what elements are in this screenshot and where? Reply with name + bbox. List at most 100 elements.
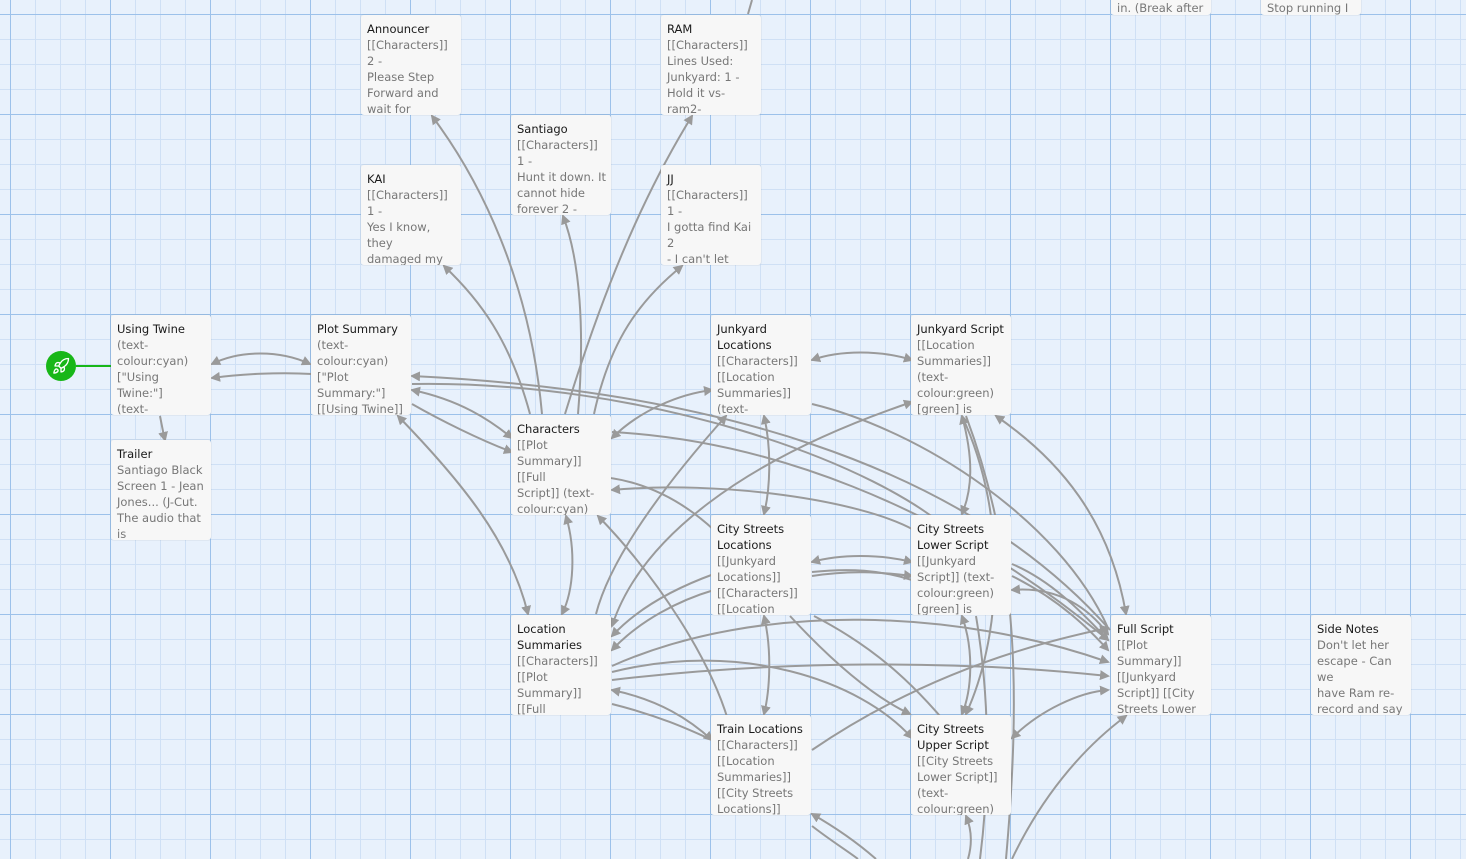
passage-excerpt: Don't let her escape - Can we have Ram r… (1317, 638, 1403, 715)
passage-title: Plot Summary (317, 322, 398, 336)
passage-full-script[interactable]: Full Script [[Plot Summary]] [[Junkyard … (1111, 615, 1211, 715)
passage-title: City Streets Locations (717, 522, 785, 552)
passage-city-streets-upper-script[interactable]: City Streets Upper Script [[City Streets… (911, 715, 1011, 815)
passage-side-notes[interactable]: Side Notes Don't let her escape - Can we… (1311, 615, 1411, 715)
passage-junkyard-script[interactable]: Junkyard Script [[Location Summaries]] (… (911, 315, 1011, 415)
passage-title: City Streets Upper Script (917, 722, 989, 752)
passage-excerpt: (text- colour:cyan) ["Using Twine:"] (te… (117, 338, 189, 415)
passage-excerpt: (text- colour:cyan) ["Plot Summary:"] [[… (317, 338, 403, 415)
passage-city-streets-lower-script[interactable]: City Streets Lower Script [[Junkyard Scr… (911, 515, 1011, 615)
link-line (810, 813, 877, 859)
start-link-line (76, 365, 112, 367)
passage-title: Using Twine (117, 322, 185, 336)
link-line (810, 351, 914, 363)
link-line (760, 614, 771, 716)
link-line (561, 214, 583, 415)
link-line (811, 825, 859, 859)
link-line (210, 352, 312, 366)
link-line (561, 514, 574, 616)
passage-excerpt: [[Characters]] [[Location Summaries]] (t… (717, 354, 798, 415)
passage-santiago[interactable]: Santiago [[Characters]] 1 - Hunt it down… (511, 115, 611, 215)
passage-location-summaries[interactable]: Location Summaries [[Characters]] [[Plot… (511, 615, 611, 715)
start-passage-marker[interactable] (46, 351, 76, 381)
passage-excerpt: Stop running I (1267, 1, 1349, 15)
passage-title: Location Summaries (517, 622, 583, 652)
passage-title: Junkyard Locations (717, 322, 772, 352)
link-line (611, 659, 914, 740)
link-line (593, 264, 684, 415)
passage-train-locations[interactable]: Train Locations [[Characters]] [[Locatio… (711, 715, 811, 815)
passage-ram[interactable]: RAM [[Characters]] Lines Used: Junkyard:… (661, 15, 761, 115)
link-line (596, 514, 729, 721)
link-line (811, 570, 914, 580)
passage-excerpt: [[Location Summaries]] (text- colour:gre… (917, 338, 994, 415)
link-line (610, 386, 714, 440)
passage-stop-running[interactable]: Stop running I (1261, 0, 1361, 15)
passage-title: City Streets Lower Script (917, 522, 989, 552)
link-line (964, 814, 974, 859)
passage-break-after[interactable]: in. (Break after (1111, 0, 1211, 15)
passage-title: Characters (517, 422, 580, 436)
passage-announcer[interactable]: Announcer [[Characters]] 2 - Please Step… (361, 15, 461, 115)
passage-jj[interactable]: JJ [[Characters]] 1 - I gotta find Kai 2… (661, 165, 761, 265)
passage-excerpt: in. (Break after (1117, 1, 1204, 15)
link-line (609, 399, 914, 628)
link-line (610, 573, 715, 638)
passage-kai[interactable]: KAI [[Characters]] 1 - Yes I know, they … (361, 165, 461, 265)
passage-excerpt: [[Junkyard Locations]] [[Characters]] [[… (717, 554, 798, 615)
passage-excerpt: [[Characters]] 1 - Hunt it down. It cann… (517, 138, 606, 215)
passage-excerpt: [[Plot Summary]] [[Full Script]] (text- … (517, 438, 595, 515)
passage-excerpt: [[City Streets Lower Script]] (text- col… (917, 754, 998, 815)
passage-junkyard-locations[interactable]: Junkyard Locations [[Characters]] [[Loca… (711, 315, 811, 415)
link-line (811, 624, 1110, 751)
link-line (610, 589, 715, 652)
passage-title: Train Locations (717, 722, 803, 736)
link-line (1011, 714, 1128, 859)
passage-excerpt: [[Junkyard Script]] (text- colour:green)… (917, 554, 995, 615)
link-line (1010, 685, 1110, 740)
passage-excerpt: [[Characters]] 2 - Please Step Forward a… (367, 38, 448, 115)
passage-characters[interactable]: Characters [[Plot Summary]] [[Full Scrip… (511, 415, 611, 515)
passage-excerpt: Santiago Black Screen 1 - Jean Jones... … (117, 463, 204, 540)
passage-title: KAI (367, 172, 386, 186)
passage-title: Announcer (367, 22, 430, 36)
link-line (430, 114, 543, 415)
link-line (610, 484, 915, 531)
passage-title: RAM (667, 22, 693, 36)
link-line (611, 663, 1110, 681)
rocket-icon (53, 357, 70, 374)
link-line (789, 615, 912, 716)
passage-title: Trailer (117, 447, 153, 461)
link-line (810, 554, 914, 565)
link-line (564, 114, 694, 415)
passage-excerpt: [[Characters]] Lines Used: Junkyard: 1 -… (667, 38, 748, 115)
passage-title: Side Notes (1317, 622, 1379, 636)
passage-plot-summary[interactable]: Plot Summary (text- colour:cyan) ["Plot … (311, 315, 411, 415)
link-line (610, 686, 714, 742)
passage-using-twine[interactable]: Using Twine (text- colour:cyan) ["Using … (111, 315, 211, 415)
passage-excerpt: [[Characters]] 1 - I gotta find Kai 2 - … (667, 188, 752, 265)
passage-excerpt: [[Characters]] [[Plot Summary]] [[Full S… (517, 654, 598, 715)
link-line (158, 415, 168, 442)
link-line (959, 414, 972, 516)
passage-city-streets-locations[interactable]: City Streets Locations [[Junkyard Locati… (711, 515, 811, 615)
passage-excerpt: [[Characters]] 1 - Yes I know, they dama… (367, 188, 448, 265)
passage-title: Santiago (517, 122, 568, 136)
link-line (1011, 575, 1110, 652)
link-line (811, 569, 913, 581)
link-line (411, 403, 514, 454)
passage-title: JJ (667, 172, 674, 186)
passage-excerpt: [[Characters]] [[Location Summaries]] [[… (717, 738, 798, 815)
link-line (396, 414, 531, 616)
link-line (994, 414, 1130, 616)
passage-title: Junkyard Script (917, 322, 1004, 336)
passage-excerpt: [[Plot Summary]] [[Junkyard Script]] [[C… (1117, 638, 1197, 715)
link-line (747, 0, 753, 15)
passage-title: Full Script (1117, 622, 1174, 636)
passage-trailer[interactable]: Trailer Santiago Black Screen 1 - Jean J… (111, 440, 211, 540)
link-line (595, 414, 728, 615)
link-line (611, 703, 713, 741)
link-line (210, 371, 313, 382)
